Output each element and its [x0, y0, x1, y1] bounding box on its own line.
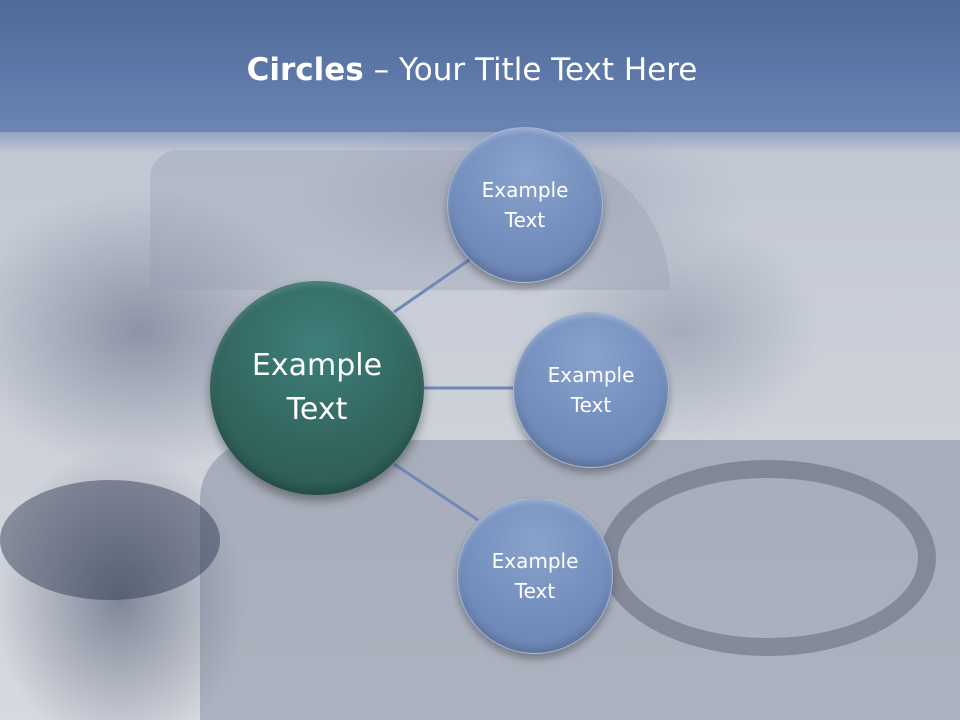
slide-title: Circles – Your Title Text Here [0, 52, 944, 88]
satellite-circle-bottom[interactable]: Example Text [457, 498, 613, 654]
satellite-circle-middle[interactable]: Example Text [513, 312, 669, 468]
title-band [0, 0, 960, 132]
center-circle[interactable]: Example Text [210, 281, 424, 495]
satellite-circle-label: Example Text [491, 549, 579, 603]
satellite-circle-label: Example Text [481, 178, 569, 232]
satellite-circle-label: Example Text [547, 363, 635, 417]
background-car-mirror [0, 480, 220, 600]
satellite-circle-top[interactable]: Example Text [447, 127, 603, 283]
slide-title-bold: Circles [246, 52, 364, 88]
center-circle-label: Example Text [251, 348, 383, 427]
slide-title-rest: – Your Title Text Here [363, 52, 698, 88]
connector-top [393, 256, 473, 314]
connector-bottom [393, 462, 479, 522]
